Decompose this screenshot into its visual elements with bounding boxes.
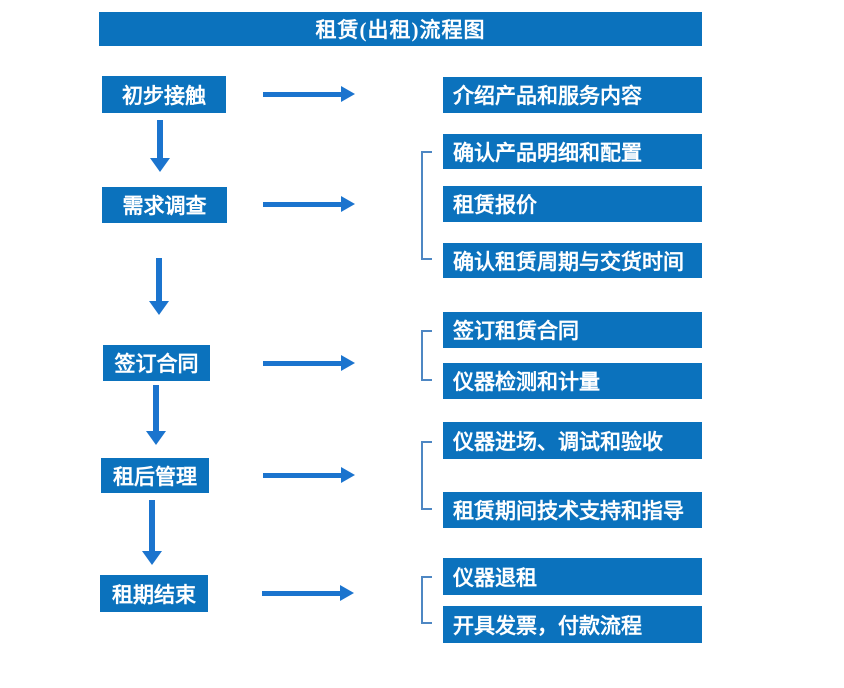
arrow-head-icon: [142, 551, 162, 565]
detail-box-instrument-return: 仪器退租: [443, 558, 702, 595]
arrow-head-icon: [150, 158, 170, 172]
stage-node-demand-survey: 需求调查: [102, 187, 227, 223]
detail-box-confirm-product-details: 确认产品明细和配置: [443, 134, 702, 169]
down-arrow-2: [149, 258, 169, 315]
arrow-head-icon: [341, 355, 355, 371]
detail-box-introduce-products: 介绍产品和服务内容: [443, 77, 702, 113]
arrow-shaft: [153, 385, 159, 432]
detail-box-invoice-payment: 开具发票，付款流程: [443, 606, 702, 643]
arrow-shaft: [263, 361, 341, 366]
arrow-head-icon: [341, 467, 355, 483]
stage-node-lease-end: 租期结束: [100, 575, 208, 612]
arrow-head-icon: [146, 431, 166, 445]
arrow-shaft: [262, 591, 340, 596]
group-bracket-lease-end: [421, 576, 432, 624]
down-arrow-3: [146, 385, 166, 445]
stage-node-sign-contract: 签订合同: [103, 345, 210, 381]
arrow-shaft: [157, 120, 163, 159]
detail-box-sign-rental-contract: 签订租赁合同: [443, 312, 702, 348]
arrow-head-icon: [341, 86, 355, 102]
group-bracket-demand-survey: [421, 151, 432, 260]
down-arrow-1: [150, 120, 170, 172]
arrow-head-icon: [341, 196, 355, 212]
arrow-head-icon: [149, 301, 169, 315]
arrow-shaft: [263, 92, 341, 97]
group-bracket-sign-contract: [421, 330, 432, 381]
group-bracket-post-rental: [421, 441, 432, 510]
detail-box-instrument-setup-acceptance: 仪器进场、调试和验收: [443, 422, 702, 459]
stage-node-initial-contact: 初步接触: [102, 76, 226, 113]
arrow-head-icon: [340, 585, 354, 601]
arrow-shaft: [263, 202, 341, 207]
arrow-shaft: [149, 500, 155, 552]
stage-node-post-rental-management: 租后管理: [101, 458, 209, 493]
down-arrow-4: [142, 500, 162, 565]
detail-box-confirm-rental-period: 确认租赁周期与交货时间: [443, 243, 702, 278]
detail-box-rental-quotation: 租赁报价: [443, 186, 702, 222]
arrow-shaft: [156, 258, 162, 302]
arrow-shaft: [263, 473, 341, 478]
detail-box-technical-support: 租赁期间技术支持和指导: [443, 492, 702, 528]
flowchart-title: 租赁(出租)流程图: [99, 12, 702, 46]
detail-box-instrument-testing: 仪器检测和计量: [443, 363, 702, 399]
